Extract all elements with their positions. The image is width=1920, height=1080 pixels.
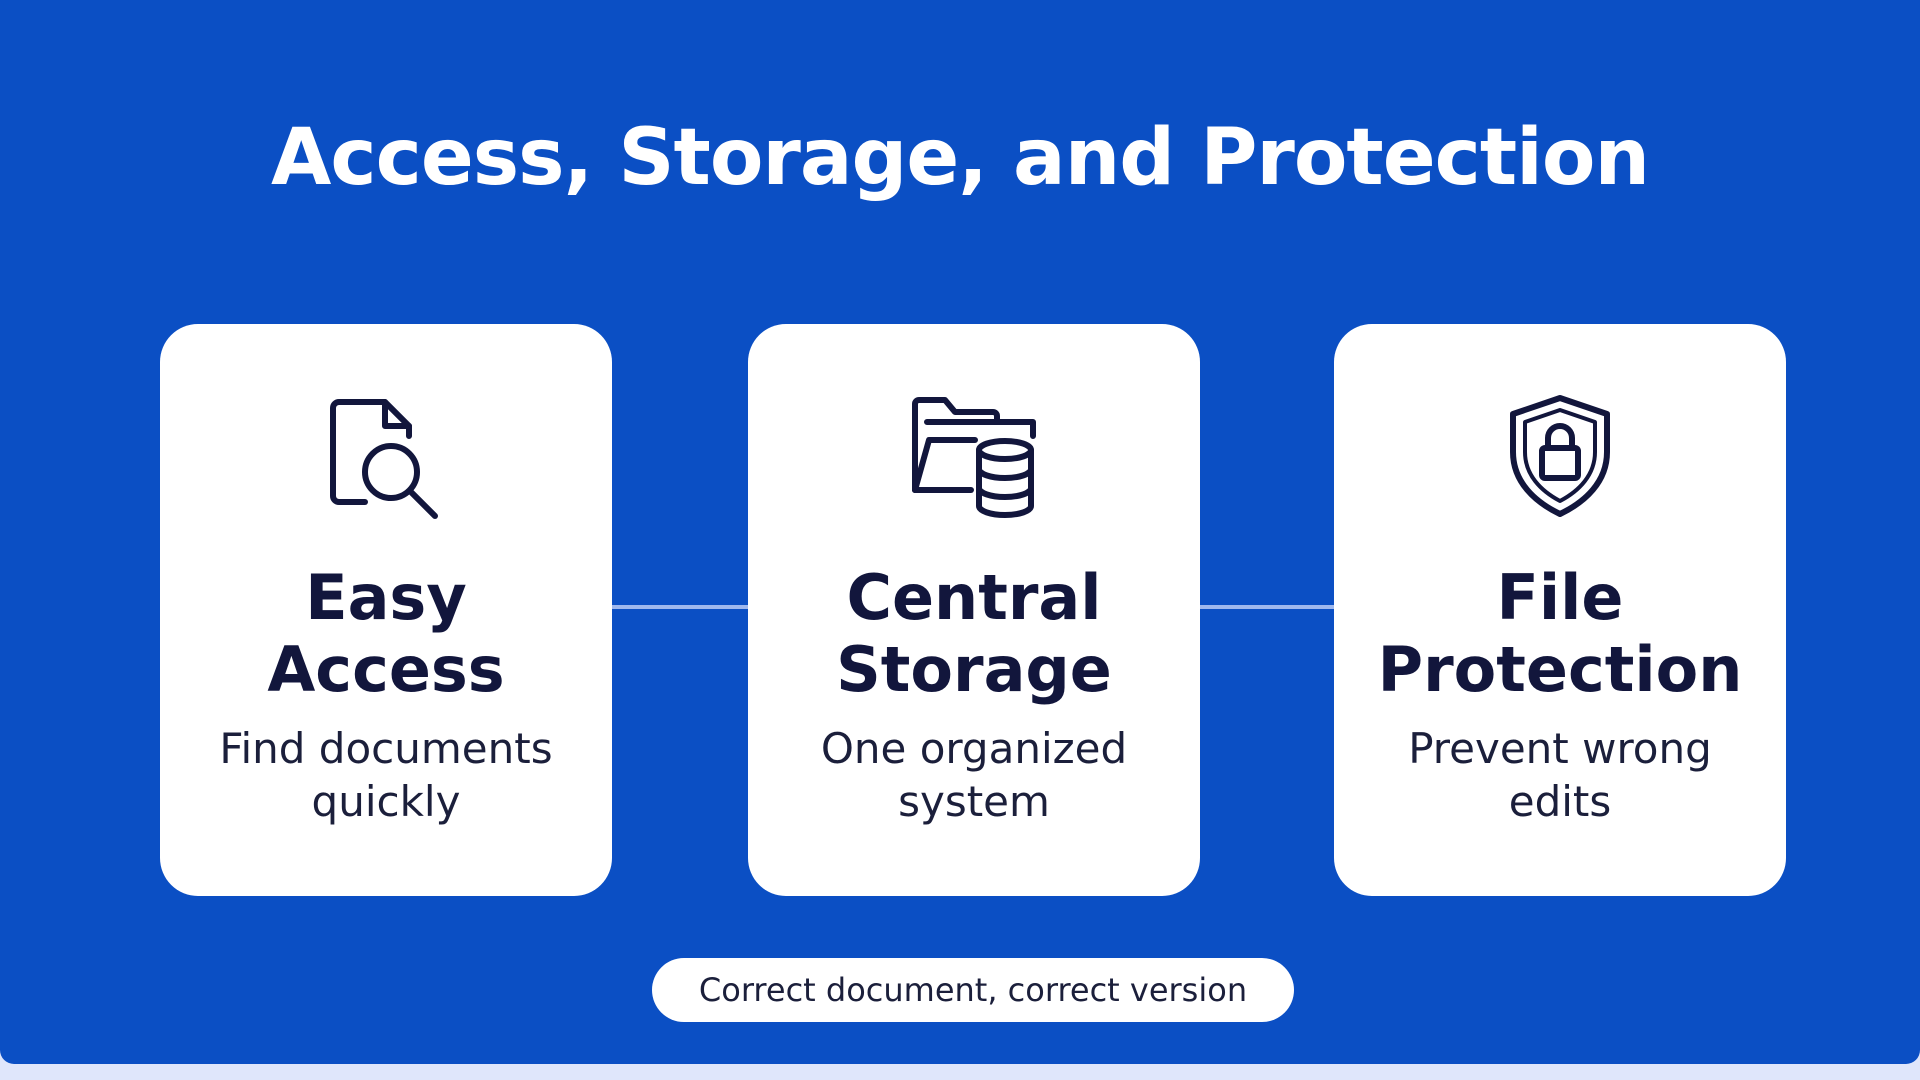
card-heading: File Protection	[1334, 562, 1786, 706]
card-file-protection: File Protection Prevent wrong edits	[1334, 324, 1786, 896]
shield-lock-icon	[1334, 390, 1786, 520]
card-description-line: edits	[1508, 777, 1612, 826]
card-central-storage: Central Storage One organized system	[748, 324, 1200, 896]
card-description-line: Prevent wrong	[1408, 724, 1712, 773]
card-description: Prevent wrong edits	[1334, 722, 1786, 828]
card-heading-line: Storage	[836, 633, 1112, 706]
card-description: One organized system	[748, 722, 1200, 828]
card-description-line: One organized	[820, 724, 1128, 773]
document-search-icon	[160, 390, 612, 520]
card-description-line: system	[898, 777, 1050, 826]
card-heading-line: Access	[267, 633, 505, 706]
card-easy-access: Easy Access Find documents quickly	[160, 324, 612, 896]
footer-badge: Correct document, correct version	[652, 958, 1294, 1022]
connector-line	[612, 605, 748, 609]
slide-title: Access, Storage, and Protection	[271, 113, 1650, 203]
card-heading-line: Protection	[1377, 633, 1743, 706]
card-description-line: quickly	[311, 777, 461, 826]
card-heading-line: Central	[846, 561, 1102, 634]
card-heading: Central Storage	[748, 562, 1200, 706]
connector-line	[1198, 605, 1334, 609]
card-heading: Easy Access	[160, 562, 612, 706]
card-description-line: Find documents	[219, 724, 553, 773]
card-heading-line: File	[1496, 561, 1624, 634]
card-description: Find documents quickly	[160, 722, 612, 828]
card-heading-line: Easy	[305, 561, 467, 634]
folder-database-icon	[748, 390, 1200, 520]
